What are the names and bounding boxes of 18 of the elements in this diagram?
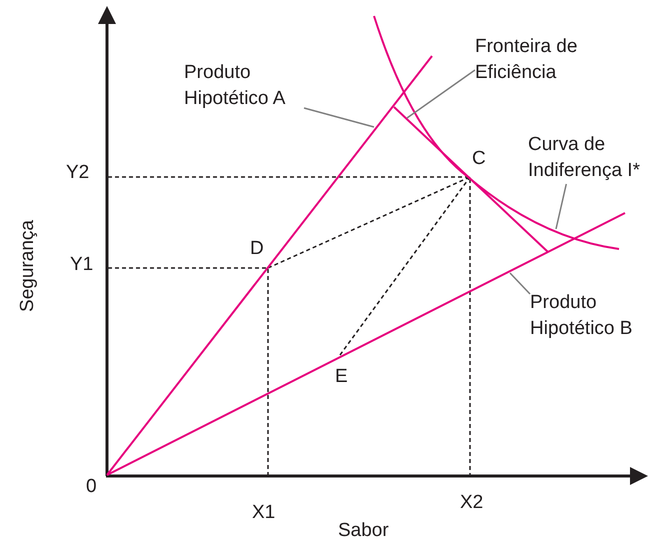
axis-label: Y2 <box>66 162 90 184</box>
callout-label: Produto Hipotético B <box>530 290 659 342</box>
axis-title: Segurança <box>16 220 39 312</box>
axis-label: D <box>250 238 264 260</box>
axis-label: Y1 <box>70 254 94 276</box>
callout-label: Curva de Indiferença I* <box>528 132 659 184</box>
axis-label: Sabor <box>338 520 389 542</box>
axis-label: 0 <box>86 476 97 498</box>
axis-label: E <box>335 366 348 388</box>
axis-label: X2 <box>460 492 484 514</box>
callout-label: Produto Hipotético A <box>184 60 304 112</box>
axis-label: C <box>472 148 486 170</box>
axis-label: X1 <box>252 502 276 524</box>
leader-line <box>509 272 531 295</box>
leader-line <box>304 107 374 128</box>
leader-line <box>406 69 476 119</box>
leader-line <box>555 184 568 230</box>
callout-label: Fronteira de Eficiência <box>475 34 593 86</box>
